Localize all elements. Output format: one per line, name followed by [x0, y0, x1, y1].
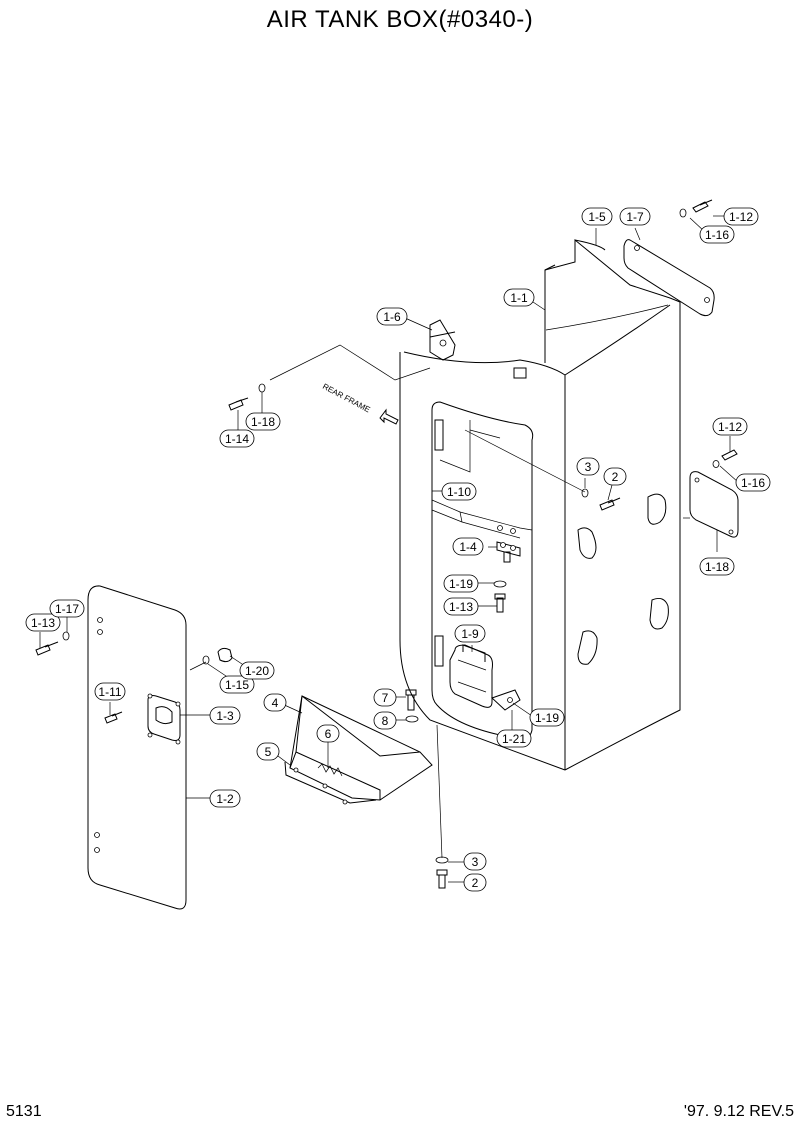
- label-4: 4: [263, 693, 287, 712]
- label-1-7: 1-7: [619, 207, 651, 226]
- label-1-16-right: 1-16: [735, 473, 771, 492]
- rear-frame-label: REAR FRAME: [321, 382, 372, 415]
- rear-frame-arrow: REAR FRAME: [321, 382, 399, 425]
- svg-text:6: 6: [325, 727, 332, 741]
- svg-text:2: 2: [472, 876, 479, 890]
- label-1-19-lower: 1-19: [529, 708, 565, 727]
- front-opening: [431, 401, 534, 739]
- label-1-13-left: 1-13: [25, 613, 61, 632]
- label-1-4: 1-4: [452, 537, 484, 556]
- svg-text:1-1: 1-1: [510, 291, 528, 305]
- side-cutouts: [577, 493, 669, 665]
- plate-1-7: [623, 239, 715, 317]
- label-1-12-top: 1-12: [723, 207, 759, 226]
- label-7: 7: [373, 688, 397, 707]
- label-1-11: 1-11: [94, 682, 126, 701]
- svg-text:1-19: 1-19: [535, 711, 559, 725]
- label-1-21: 1-21: [496, 729, 532, 748]
- label-1-6: 1-6: [376, 307, 408, 326]
- label-1-2: 1-2: [209, 789, 241, 808]
- svg-text:7: 7: [382, 691, 389, 705]
- label-1-18-right: 1-18: [699, 557, 735, 576]
- svg-text:1-12: 1-12: [718, 420, 742, 434]
- svg-text:1-15: 1-15: [225, 678, 249, 692]
- svg-text:1-21: 1-21: [502, 732, 526, 746]
- svg-text:1-4: 1-4: [459, 540, 477, 554]
- svg-text:3: 3: [585, 460, 592, 474]
- part-labels: 1-1 1-2 1-3 1-4 1-5 1-6 1-7 1-9 1-10 1-1…: [25, 207, 771, 892]
- svg-text:1-6: 1-6: [383, 310, 401, 324]
- svg-text:1-5: 1-5: [588, 210, 606, 224]
- label-1-15: 1-15: [219, 675, 255, 694]
- svg-text:1-13: 1-13: [31, 616, 55, 630]
- label-1-18-left: 1-18: [245, 412, 281, 431]
- bolt-7-washer-8: [405, 689, 419, 723]
- bolt-washer-left: [228, 383, 266, 411]
- label-2-lower: 2: [463, 873, 487, 892]
- label-1-3: 1-3: [209, 706, 241, 725]
- svg-text:5: 5: [265, 745, 272, 759]
- label-1-20: 1-20: [239, 661, 275, 680]
- svg-text:4: 4: [272, 696, 279, 710]
- label-3-upper: 3: [576, 457, 600, 476]
- svg-text:8: 8: [382, 714, 389, 728]
- label-1-10: 1-10: [441, 482, 477, 501]
- svg-text:1-3: 1-3: [216, 709, 234, 723]
- svg-text:1-13: 1-13: [449, 600, 473, 614]
- box-body: [399, 238, 681, 771]
- label-1-9: 1-9: [454, 624, 486, 643]
- bolt-2-washer-3-lower: [435, 856, 449, 889]
- svg-text:1-16: 1-16: [705, 228, 729, 242]
- label-1-12-right: 1-12: [712, 417, 748, 436]
- svg-text:1-18: 1-18: [705, 560, 729, 574]
- label-1-13-inner: 1-13: [443, 597, 479, 616]
- svg-text:1-12: 1-12: [729, 210, 753, 224]
- label-1-1: 1-1: [503, 288, 535, 307]
- bolt-2-washer-3-upper: [581, 488, 621, 511]
- bolt-washer-top: [679, 199, 713, 218]
- label-3-lower: 3: [463, 852, 487, 871]
- label-2-upper: 2: [603, 467, 627, 486]
- svg-text:1-11: 1-11: [98, 685, 121, 699]
- side-door: [35, 585, 233, 910]
- svg-text:1-14: 1-14: [225, 432, 249, 446]
- label-1-17: 1-17: [49, 599, 85, 618]
- svg-text:1-9: 1-9: [461, 627, 479, 641]
- svg-text:1-19: 1-19: [449, 577, 473, 591]
- label-5: 5: [256, 742, 280, 761]
- svg-text:1-16: 1-16: [741, 476, 765, 490]
- svg-text:1-18: 1-18: [251, 415, 275, 429]
- svg-text:1-17: 1-17: [55, 602, 79, 616]
- svg-text:1-7: 1-7: [626, 210, 644, 224]
- revision-date: '97. 9.12 REV.5: [683, 1103, 794, 1120]
- label-1-14: 1-14: [219, 429, 255, 448]
- tray-assembly: [284, 695, 433, 805]
- page-title: AIR TANK BOX(#0340-): [266, 6, 534, 33]
- svg-text:1-2: 1-2: [216, 792, 234, 806]
- leader-lines: [39, 215, 739, 883]
- svg-text:1-20: 1-20: [245, 664, 269, 678]
- label-6: 6: [316, 724, 340, 743]
- page-number: 5131: [6, 1103, 42, 1120]
- svg-text:3: 3: [472, 855, 479, 869]
- label-1-19-inner: 1-19: [443, 574, 479, 593]
- svg-text:2: 2: [612, 470, 619, 484]
- svg-text:1-10: 1-10: [447, 485, 471, 499]
- label-1-5: 1-5: [581, 207, 613, 226]
- label-1-16-top: 1-16: [699, 225, 735, 244]
- cover-plate-right: [689, 449, 739, 538]
- label-8: 8: [373, 711, 397, 730]
